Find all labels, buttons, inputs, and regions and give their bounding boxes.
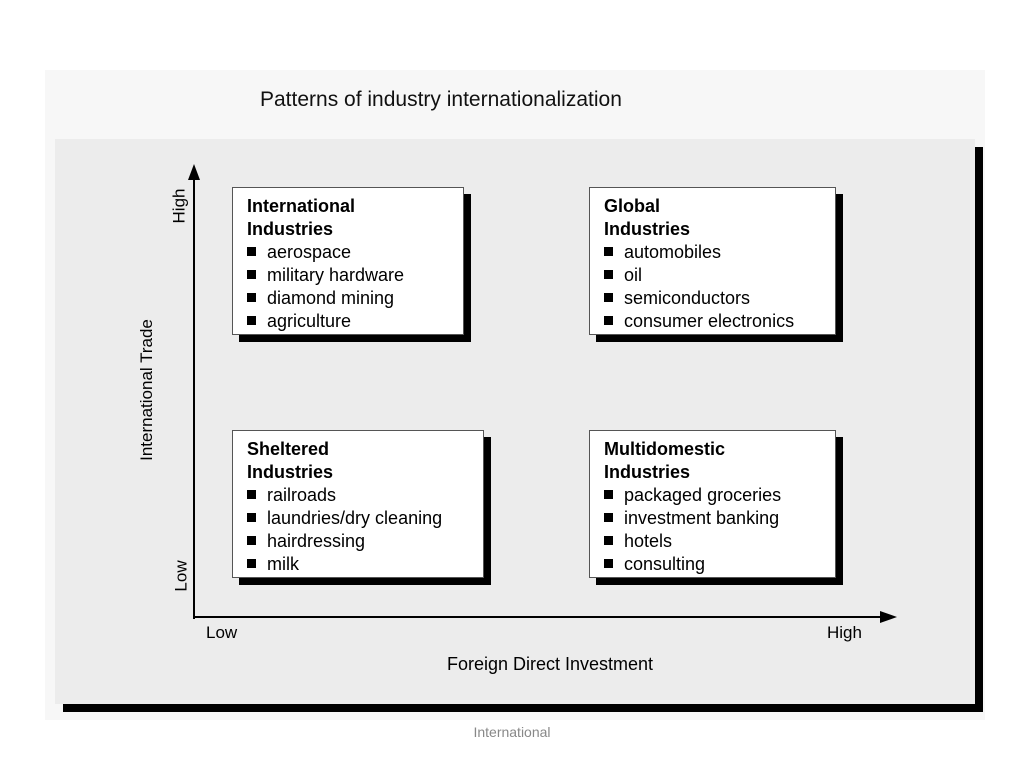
quadrant-heading: Multidomestic [604,439,726,459]
list-item-label: oil [624,265,643,285]
square-bullet-icon [247,536,256,545]
y-axis-low-label: Low [171,560,191,592]
square-bullet-icon [247,293,256,302]
square-bullet-icon [247,247,256,256]
y-axis-title: International Trade [137,319,156,461]
square-bullet-icon [604,559,613,568]
y-axis-high-label: High [169,188,189,224]
square-bullet-icon [604,536,613,545]
square-bullet-icon [604,513,613,522]
list-item-label: investment banking [624,508,780,528]
list-item-label: railroads [267,485,337,505]
industry-list: automobiles oil semiconductors consumer … [604,241,825,333]
list-item: packaged groceries [604,484,825,507]
square-bullet-icon [247,316,256,325]
square-bullet-icon [247,559,256,568]
list-item: hairdressing [247,530,473,553]
list-item: agriculture [247,310,453,333]
x-axis-title: Foreign Direct Investment [446,654,654,674]
industry-list: railroads laundries/dry cleaning hairdre… [247,484,473,576]
square-bullet-icon [604,270,613,279]
x-axis-low-label: Low [206,623,238,642]
quadrant-global-industries: Global Industries automobiles oil semico… [589,187,836,335]
list-item: diamond mining [247,287,453,310]
list-item-label: hotels [624,531,673,551]
y-axis-line [193,178,195,619]
list-item-label: diamond mining [267,288,395,308]
list-item: military hardware [247,264,453,287]
list-item-label: agriculture [267,311,352,331]
list-item: consumer electronics [604,310,825,333]
list-item-label: hairdressing [267,531,366,551]
list-item-label: consulting [624,554,706,574]
list-item-label: laundries/dry cleaning [267,508,443,528]
square-bullet-icon [604,247,613,256]
quadrant-heading: Global [604,196,661,216]
quadrant-multidomestic-industries: Multidomestic Industries packaged grocer… [589,430,836,578]
list-item: investment banking [604,507,825,530]
square-bullet-icon [604,490,613,499]
list-item: laundries/dry cleaning [247,507,473,530]
list-item: milk [247,553,473,576]
list-item: automobiles [604,241,825,264]
square-bullet-icon [604,293,613,302]
list-item-label: semiconductors [624,288,751,308]
list-item-label: milk [267,554,299,574]
square-bullet-icon [247,490,256,499]
list-item-label: military hardware [267,265,405,285]
x-axis-line [193,616,883,618]
quadrant-international-industries: International Industries aerospace milit… [232,187,464,335]
quadrant-heading: Industries [247,462,334,482]
slide-title: Patterns of industry internationalizatio… [260,88,622,111]
list-item-label: consumer electronics [624,311,795,331]
quadrant-heading: Sheltered [247,439,330,459]
list-item-label: packaged groceries [624,485,782,505]
quadrant-sheltered-industries: Sheltered Industries railroads laundries… [232,430,484,578]
industry-list: packaged groceries investment banking ho… [604,484,825,576]
list-item: railroads [247,484,473,507]
square-bullet-icon [247,270,256,279]
square-bullet-icon [247,513,256,522]
quadrant-heading: International [247,196,356,216]
quadrant-heading: Industries [604,462,691,482]
slide-footer: International [473,724,551,740]
square-bullet-icon [604,316,613,325]
list-item: semiconductors [604,287,825,310]
list-item-label: automobiles [624,242,722,262]
x-axis-high-label: High [827,623,862,642]
x-axis-arrowhead [880,611,897,623]
list-item: aerospace [247,241,453,264]
quadrant-heading: Industries [247,219,334,239]
list-item: hotels [604,530,825,553]
industry-list: aerospace military hardware diamond mini… [247,241,453,333]
y-axis-arrowhead [188,164,200,180]
list-item: oil [604,264,825,287]
list-item-label: aerospace [267,242,352,262]
list-item: consulting [604,553,825,576]
quadrant-heading: Industries [604,219,691,239]
